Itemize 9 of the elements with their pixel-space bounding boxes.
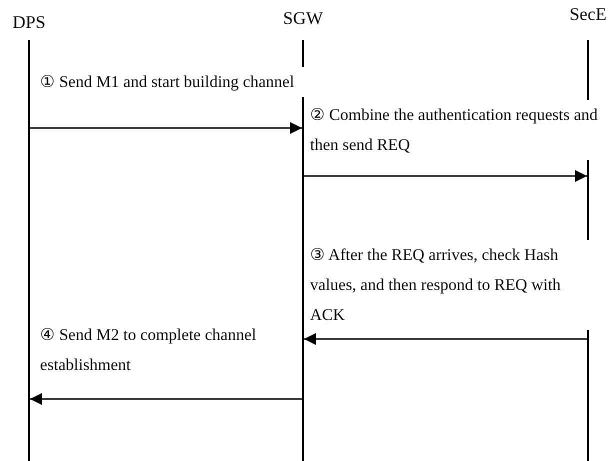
message-arrow xyxy=(30,122,302,134)
message-arrow xyxy=(304,333,587,345)
participant-name: DPS xyxy=(11,12,47,33)
participant-name: SecE xyxy=(568,4,608,25)
message-arrow xyxy=(304,170,587,182)
participant-name: SGW xyxy=(282,8,324,29)
edge-label: ③ After the REQ arrives, check Hash values, and then respond to REQ with ACK xyxy=(310,240,590,330)
message-arrow xyxy=(30,393,302,405)
edge-label: ② Combine the authentication requests and then send REQ xyxy=(310,100,600,160)
